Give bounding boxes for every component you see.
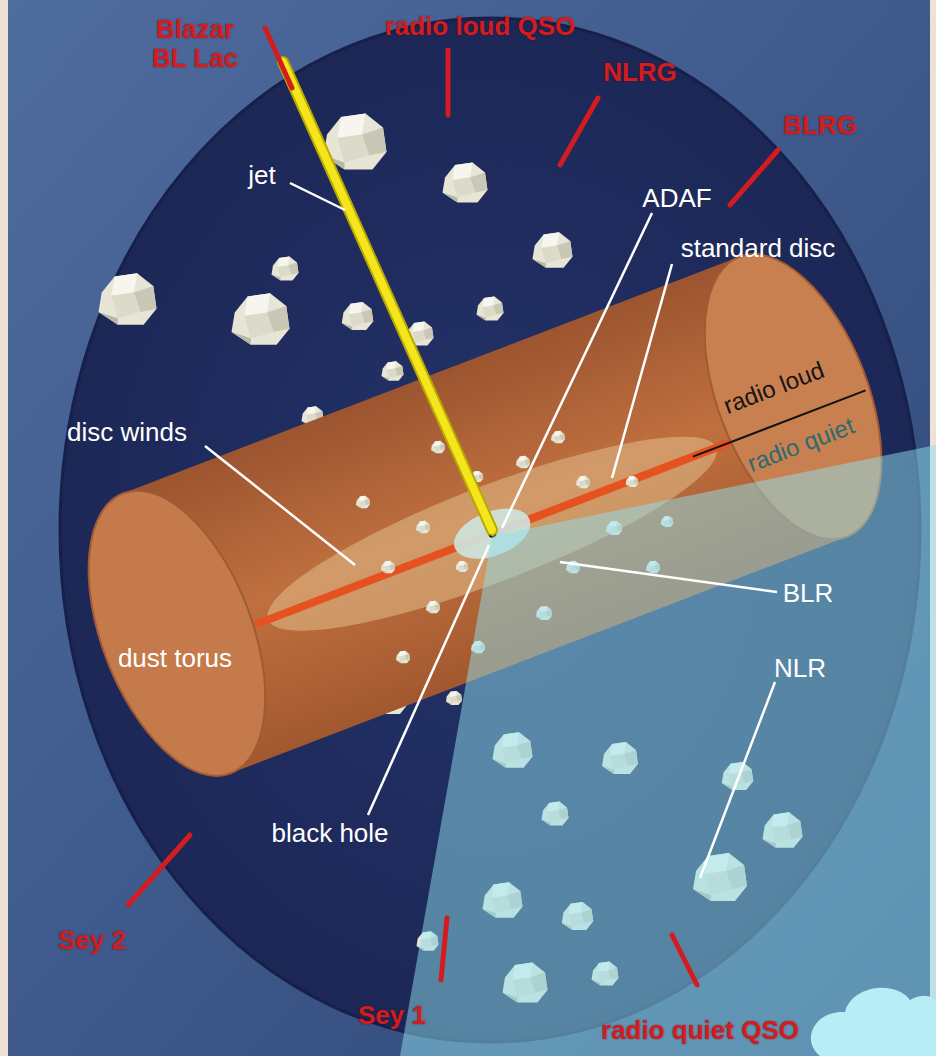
part-label: BLR — [783, 579, 834, 608]
view-label: Sey 1 — [358, 1001, 426, 1030]
leader-line — [502, 213, 652, 528]
corner-cloud — [811, 988, 936, 1056]
cloud — [431, 441, 445, 453]
cloud — [416, 521, 430, 533]
view-tick — [446, 50, 451, 115]
leader-line — [700, 682, 775, 878]
part-label: dust torus — [118, 644, 232, 673]
leader-line — [368, 545, 489, 815]
part-label: disc winds — [67, 418, 187, 447]
view-tick — [560, 98, 598, 165]
view-tick — [672, 935, 697, 985]
view-tick — [265, 28, 292, 88]
cloud — [533, 232, 573, 268]
cloud — [272, 257, 299, 281]
view-tick — [730, 150, 778, 205]
part-label: NLR — [774, 654, 826, 683]
cloud — [342, 302, 374, 330]
part-label: black hole — [271, 819, 388, 848]
cloud — [446, 691, 462, 705]
cloud — [99, 273, 157, 325]
jet — [283, 62, 492, 530]
leader-line — [560, 562, 777, 592]
view-tick — [441, 918, 447, 980]
view-ticks — [128, 28, 778, 985]
cloud — [576, 476, 590, 488]
cloud — [382, 361, 404, 381]
leader-line — [290, 183, 345, 210]
leader-lines — [205, 183, 777, 878]
cloud — [551, 431, 565, 443]
view-label: BLRG — [783, 111, 857, 140]
view-tick — [128, 835, 190, 905]
torus-cap — [53, 466, 301, 800]
cloud — [356, 496, 370, 508]
view-label: radio quiet QSO — [601, 1016, 799, 1045]
leader-line — [612, 264, 672, 478]
radio-quiet-region — [400, 445, 936, 1056]
leader-line — [205, 446, 355, 565]
cloud — [381, 561, 395, 573]
view-label: Sey 2 — [58, 926, 126, 955]
cloud — [232, 293, 290, 345]
view-label: NLRG — [603, 58, 677, 87]
cloud — [443, 163, 488, 203]
part-label: standard disc — [681, 234, 836, 263]
cloud — [626, 476, 639, 487]
view-label: radio loud QSO — [385, 12, 576, 41]
jet-outline — [283, 62, 492, 530]
part-label: ADAF — [642, 184, 711, 213]
part-label: jet — [248, 161, 275, 190]
view-label: Blazar BL Lac — [145, 15, 245, 72]
cloud — [396, 651, 410, 663]
cloud — [456, 561, 469, 572]
cloud — [477, 297, 504, 321]
cloud — [426, 601, 440, 613]
cloud — [516, 456, 530, 468]
